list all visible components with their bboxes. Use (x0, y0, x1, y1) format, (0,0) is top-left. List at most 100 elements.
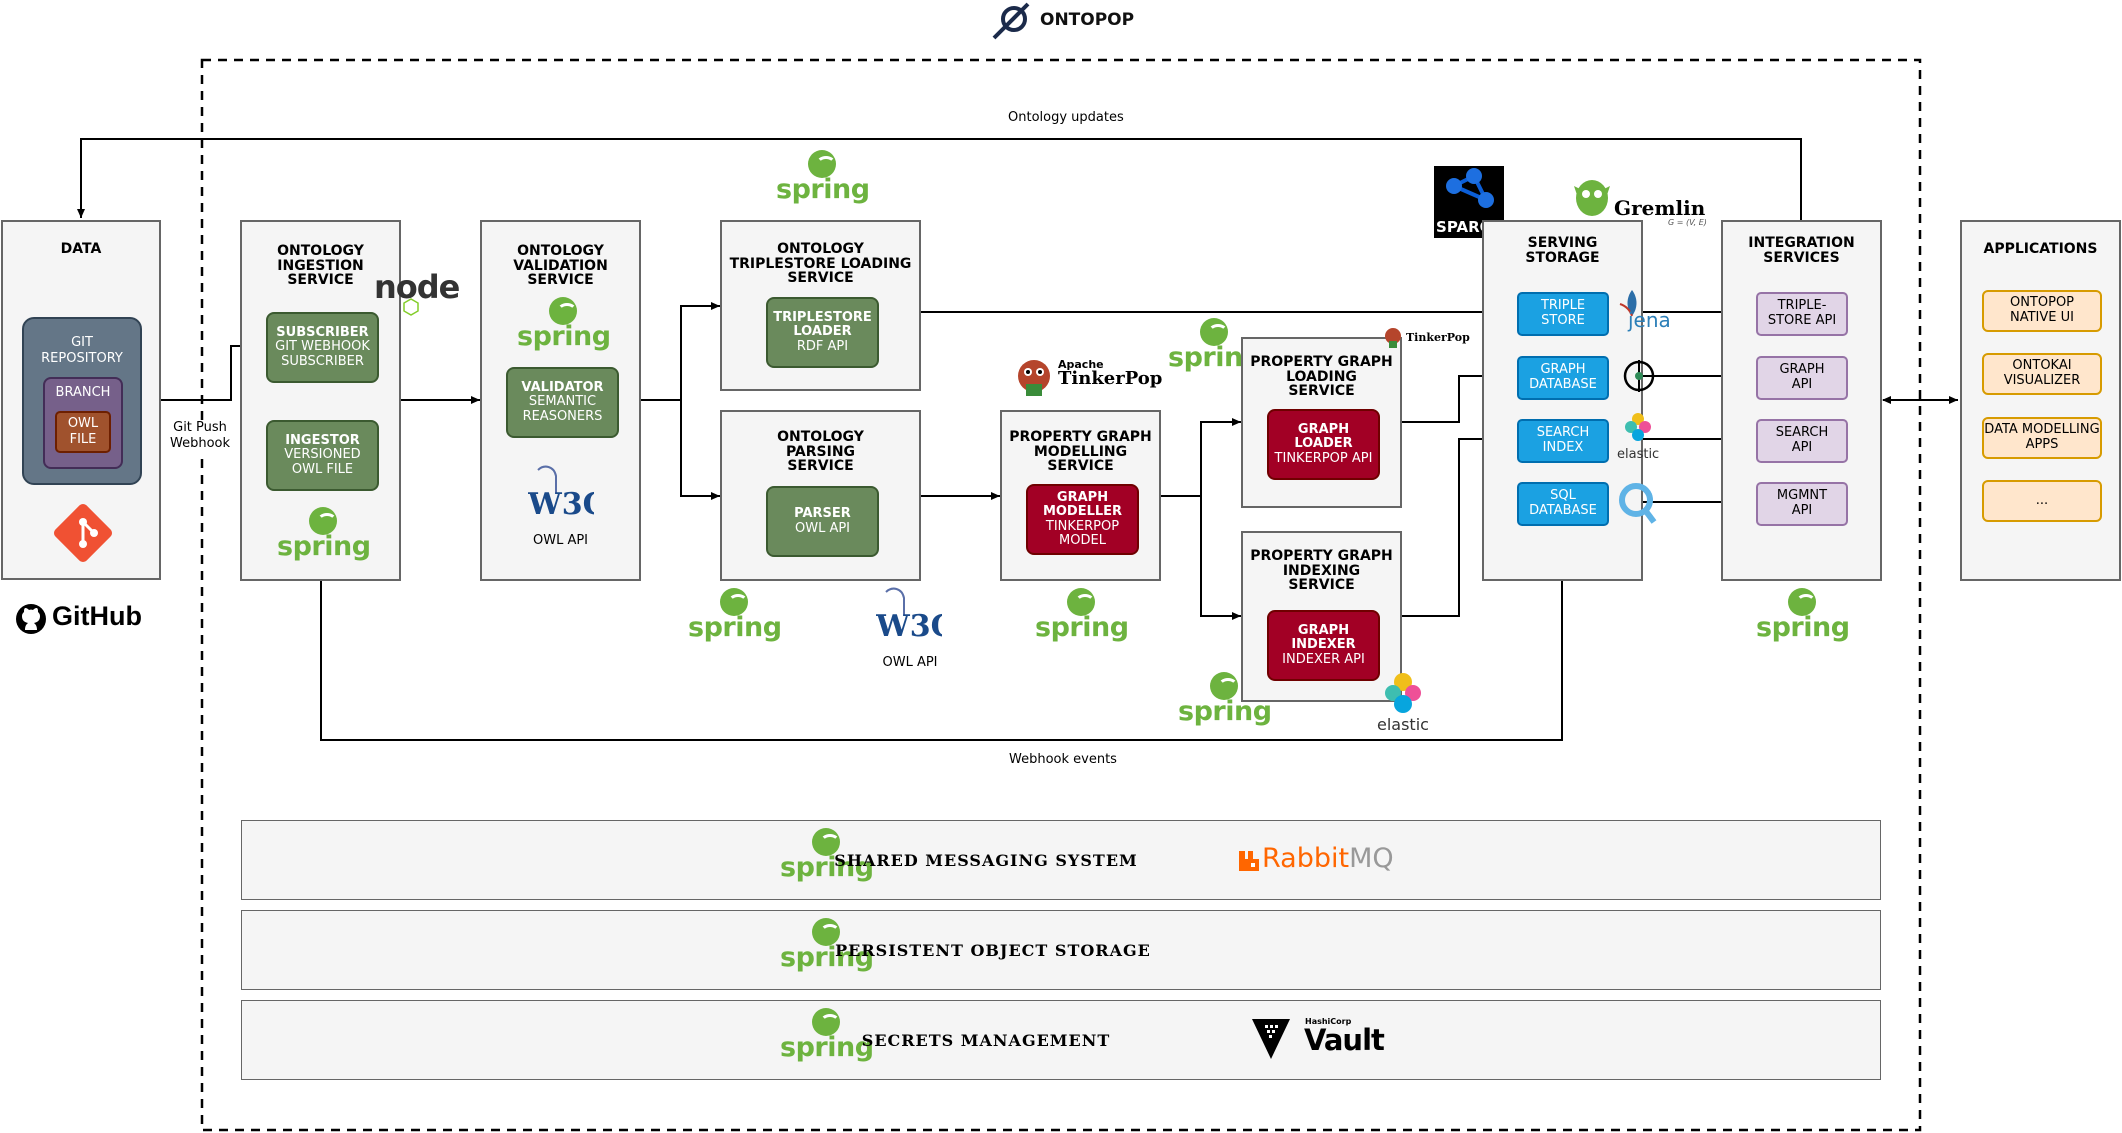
sql-database[interactable]: SQL DATABASE (1517, 482, 1609, 526)
graph-loader-component[interactable]: GRAPH LOADER TINKERPOP API (1267, 409, 1380, 480)
parser-title: PARSER (794, 506, 851, 522)
webhook-events-label: Webhook events (1009, 752, 1117, 767)
nodejs-logo-icon: node (374, 268, 460, 306)
data-modelling-apps[interactable]: DATA MODELLING APPS (1982, 417, 2102, 459)
github-icon (15, 603, 47, 635)
jena-logo-icon (1618, 288, 1648, 328)
rabbitmq-part-b: MQ (1349, 843, 1394, 874)
more-applications[interactable]: ... (1982, 480, 2102, 522)
subscriber-subtitle: GIT WEBHOOK SUBSCRIBER (275, 339, 370, 369)
validation-service: ONTOLOGY VALIDATION SERVICE spring VALID… (480, 220, 641, 581)
tinkerpop-wordmark: TinkerPop (1058, 368, 1163, 389)
graph-loader-subtitle: TINKERPOP API (1274, 450, 1373, 466)
validator-component[interactable]: VALIDATOR SEMANTIC REASONERS (506, 367, 619, 438)
spring-logo-icon: spring (780, 1008, 874, 1070)
elastic-wordmark: elastic (1377, 715, 1429, 734)
elastic-logo-icon (1623, 412, 1653, 442)
shared-messaging-bar: spring SHARED MESSAGING SYSTEM RabbitMQ (241, 820, 1881, 900)
secrets-management-label: SECRETS MANAGEMENT (861, 1031, 1111, 1050)
triplestore-loader-subtitle: RDF API (796, 338, 849, 354)
persistent-storage-label: PERSISTENT OBJECT STORAGE (835, 941, 1151, 960)
spring-logo-icon: spring (776, 150, 870, 212)
rabbitmq-part-a: Rabbit (1262, 843, 1350, 874)
parsing-service: ONTOLOGY PARSING SERVICE PARSER OWL API (720, 410, 921, 581)
graph-api[interactable]: GRAPH API (1756, 356, 1848, 400)
owl-api-label: OWL API (882, 655, 938, 670)
graph-modeller-title: GRAPH MODELLER (1042, 489, 1123, 520)
graph-indexer-title: GRAPH INDEXER (1291, 623, 1356, 653)
page-title: ONTOPOP (1040, 10, 1135, 30)
ingestion-service-title: ONTOLOGY INGESTION SERVICE (277, 243, 364, 289)
svg-text:W3C: W3C (528, 487, 594, 522)
graph-indexer-subtitle: INDEXER API (1282, 651, 1365, 667)
git-push-webhook-label: Git Push Webhook (170, 420, 231, 453)
gremlin-subtitle: G = (V, E) (1668, 218, 1707, 227)
platform-boundary (200, 58, 1922, 1132)
graph-loader-title: GRAPH LOADER (1294, 422, 1353, 452)
branch[interactable]: BRANCH OWL FILE (43, 377, 123, 469)
tinkerpop-apache-label: Apache (1058, 358, 1104, 371)
validation-service-title: ONTOLOGY VALIDATION SERVICE (513, 243, 608, 289)
ontopop-native-ui[interactable]: ONTOPOP NATIVE UI (1982, 290, 2102, 332)
vault-logo-icon (1252, 1019, 1290, 1059)
ingestion-service: ONTOLOGY INGESTION SERVICE SUBSCRIBER GI… (240, 220, 401, 581)
modelling-service: PROPERTY GRAPH MODELLING SERVICE GRAPH M… (1000, 410, 1161, 581)
branch-label: BRANCH (55, 385, 111, 400)
spring-logo-icon: spring (780, 828, 874, 890)
subscriber-component[interactable]: SUBSCRIBER GIT WEBHOOK SUBSCRIBER (266, 312, 379, 383)
ingestor-title: INGESTOR (285, 433, 360, 449)
graph-database[interactable]: GRAPH DATABASE (1517, 356, 1609, 400)
triplestore-loader-title: TRIPLESTORE LOADER (773, 310, 872, 340)
pg-indexing-service: PROPERTY GRAPH INDEXING SERVICE GRAPH IN… (1241, 531, 1402, 702)
gremlin-logo-icon (1568, 172, 1616, 224)
secrets-management-bar: spring SECRETS MANAGEMENT HashiCorp Vaul… (241, 1000, 1881, 1080)
data-panel-title: DATA (60, 241, 102, 257)
spring-logo-icon: spring (688, 588, 782, 650)
git-repository-label: GIT REPOSITORY (41, 335, 123, 366)
mgmnt-api[interactable]: MGMNT API (1756, 482, 1848, 526)
pg-indexing-title: PROPERTY GRAPH INDEXING SERVICE (1250, 548, 1393, 594)
ontology-updates-label: Ontology updates (1005, 110, 1127, 125)
git-repository[interactable]: GIT REPOSITORY BRANCH OWL FILE (22, 317, 142, 485)
spring-logo-icon: spring (277, 507, 371, 569)
graph-indexer-component[interactable]: GRAPH INDEXER INDEXER API (1267, 610, 1380, 681)
vault-corp-label: HashiCorp (1305, 1017, 1352, 1026)
pg-loading-title: PROPERTY GRAPH LOADING SERVICE (1250, 354, 1393, 400)
svg-text:W3C: W3C (876, 609, 942, 644)
search-index[interactable]: SEARCH INDEX (1517, 419, 1609, 463)
validator-subtitle: SEMANTIC REASONERS (522, 394, 603, 424)
modelling-service-title: PROPERTY GRAPH MODELLING SERVICE (1009, 429, 1152, 475)
sql-database-icon (1618, 480, 1658, 526)
spring-logo-icon: spring (780, 918, 874, 980)
owl-file[interactable]: OWL FILE (55, 411, 111, 453)
subscriber-title: SUBSCRIBER (276, 325, 369, 341)
ontokai-visualizer[interactable]: ONTOKAI VISUALIZER (1982, 353, 2102, 395)
vault-wordmark: Vault (1304, 1023, 1385, 1057)
triplestore-loader-component[interactable]: TRIPLESTORE LOADER RDF API (766, 297, 879, 368)
validator-title: VALIDATOR (521, 380, 604, 396)
git-icon (52, 502, 114, 564)
triple-store[interactable]: TRIPLE STORE (1517, 292, 1609, 336)
parser-subtitle: OWL API (794, 520, 851, 536)
spring-logo-icon: spring (1035, 588, 1129, 650)
parser-component[interactable]: PARSER OWL API (766, 486, 879, 557)
triple-store-api[interactable]: TRIPLE- STORE API (1756, 292, 1848, 336)
parsing-service-title: ONTOLOGY PARSING SERVICE (777, 429, 864, 475)
persistent-storage-bar: spring PERSISTENT OBJECT STORAGE (241, 910, 1881, 990)
w3c-owl-icon: W3C (527, 462, 606, 522)
gremlin-wordmark: Gremlin (1614, 196, 1706, 220)
graph-modeller-subtitle: TINKERPOP MODEL (1045, 518, 1120, 548)
search-api[interactable]: SEARCH API (1756, 419, 1848, 463)
tinkerpop-small-icon (1382, 325, 1404, 349)
spring-logo-icon: spring (1178, 672, 1272, 734)
tinkerpop-logo-icon (1012, 354, 1056, 400)
sparql-logo-icon: SPARQL (1434, 166, 1504, 238)
ingestor-component[interactable]: INGESTOR VERSIONED OWL FILE (266, 420, 379, 491)
applications-title: APPLICATIONS (1983, 241, 2098, 257)
spring-logo-icon: spring (517, 297, 611, 359)
pg-loading-service: PROPERTY GRAPH LOADING SERVICE GRAPH LOA… (1241, 337, 1402, 508)
graph-modeller-component[interactable]: GRAPH MODELLER TINKERPOP MODEL (1026, 484, 1139, 555)
shared-messaging-label: SHARED MESSAGING SYSTEM (834, 851, 1138, 870)
